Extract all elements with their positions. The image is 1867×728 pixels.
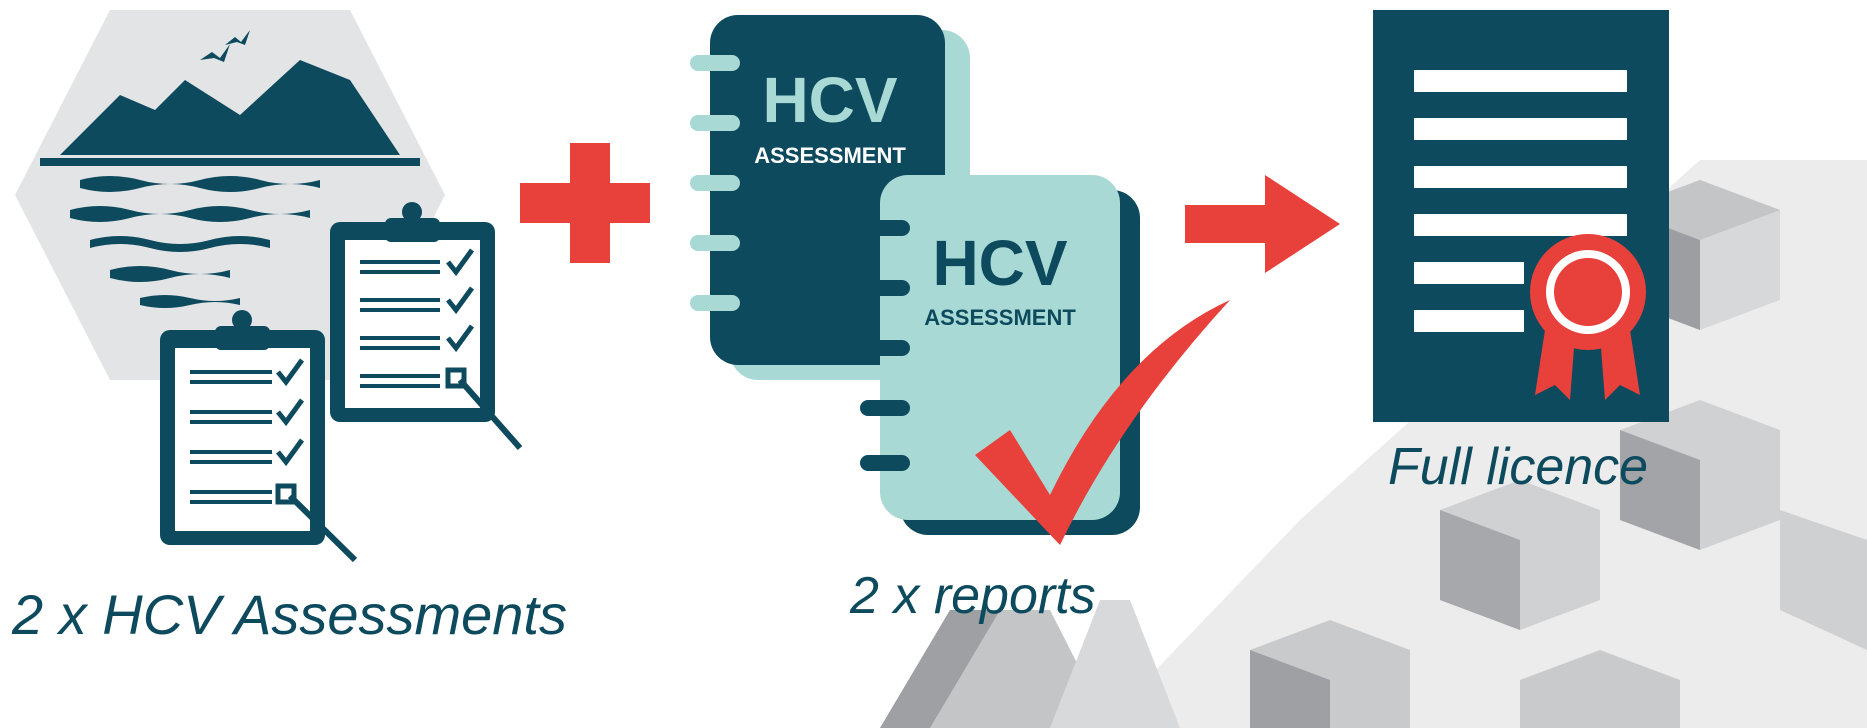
step2-caption: 2 x reports <box>850 567 1096 625</box>
birds-icon <box>200 30 250 62</box>
step3-caption: Full licence <box>1388 438 1649 496</box>
rosette-icon <box>1530 234 1646 400</box>
step1-caption: 2 x HCV Assessments <box>12 583 567 646</box>
landscape-clipboards-icon <box>15 10 523 563</box>
certificate-icon <box>1373 10 1669 422</box>
notebook-title-back: HCV <box>762 64 897 136</box>
checkmark-icon <box>975 300 1230 545</box>
notebook-title-front: HCV <box>932 227 1067 299</box>
arrow-right-icon <box>1185 175 1340 273</box>
hcv-report-notebooks-icon: HCV ASSESSMENT HCV ASSESSMENT <box>690 15 1230 545</box>
notebook-subtitle-back: ASSESSMENT <box>754 143 906 168</box>
notebook-subtitle-front: ASSESSMENT <box>924 305 1076 330</box>
plus-icon <box>520 143 650 263</box>
